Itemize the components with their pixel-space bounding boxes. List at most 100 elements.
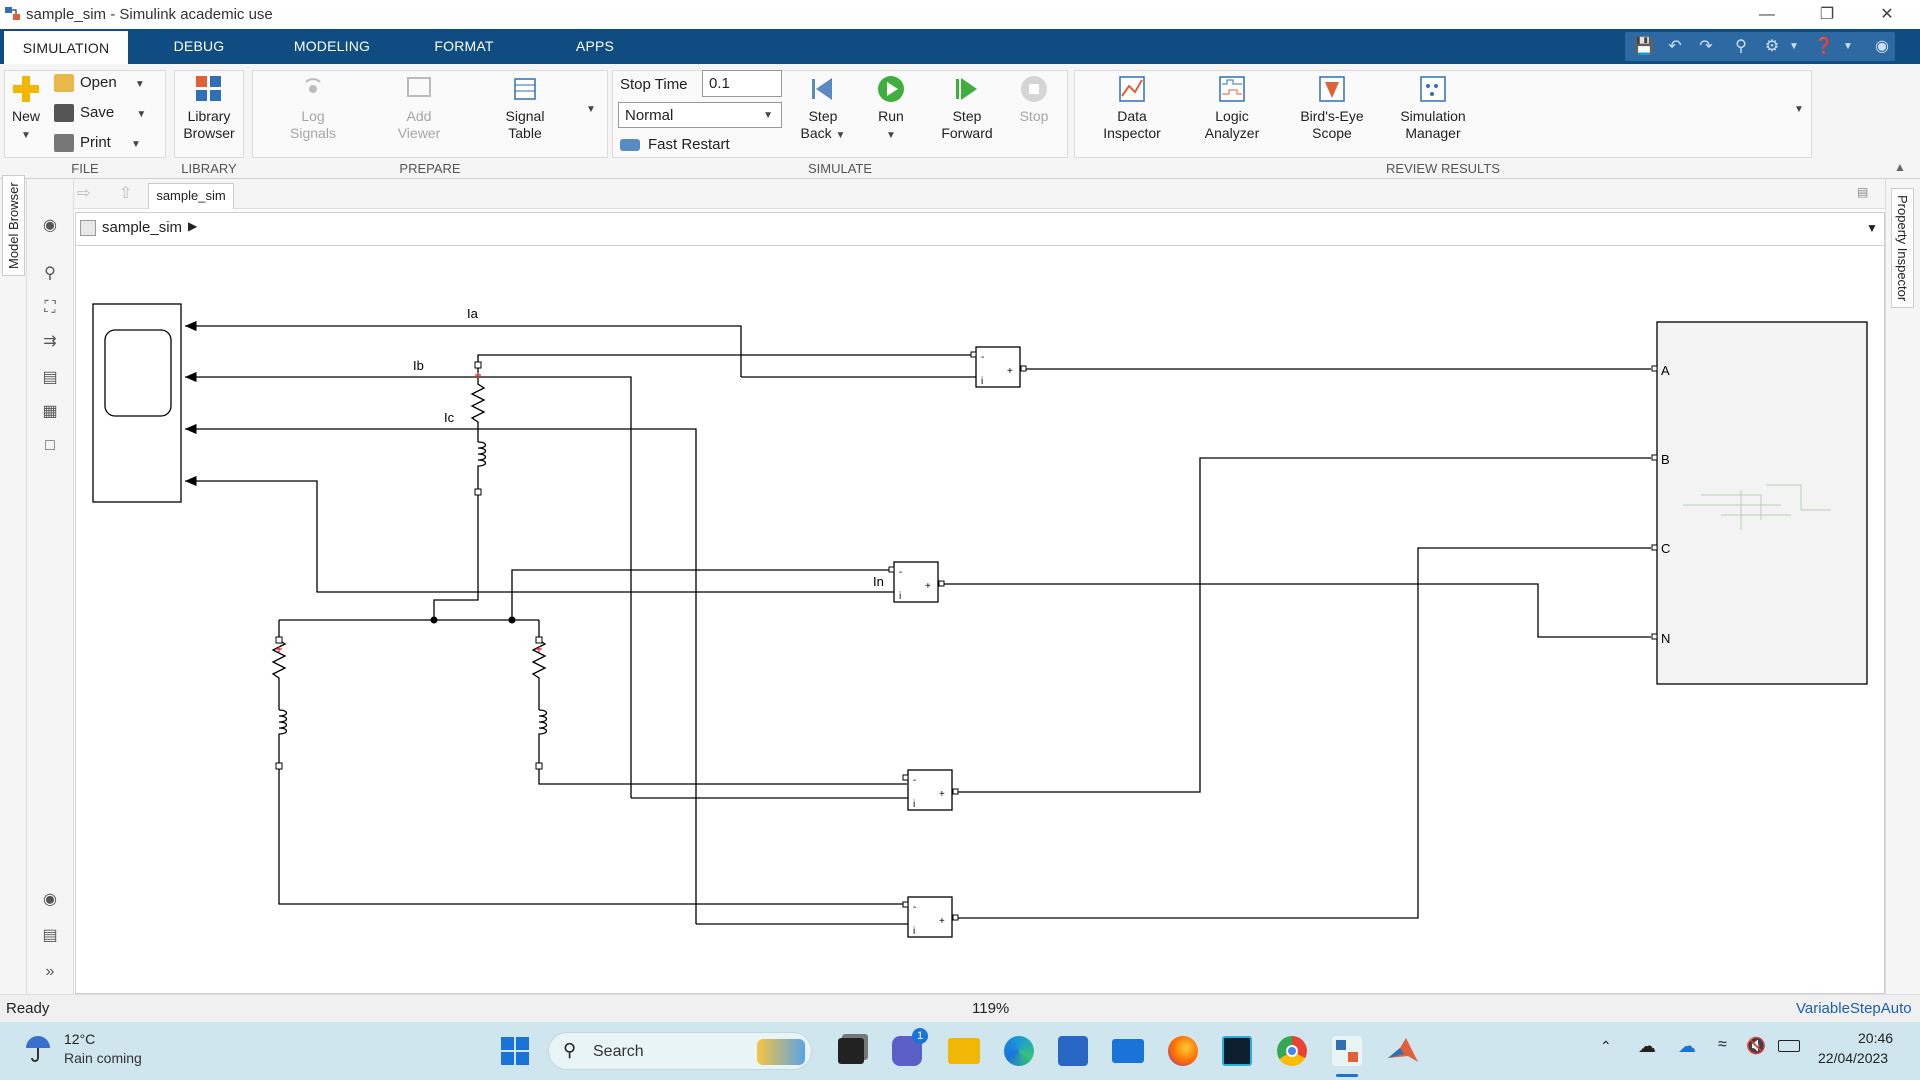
wire-a-top[interactable] (477, 354, 971, 366)
redo-icon[interactable]: ↷ (1699, 38, 1713, 55)
current-sensor-n[interactable] (893, 561, 939, 603)
wire-b-sensor[interactable] (278, 766, 907, 905)
fast-restart-toggle[interactable]: Fast Restart (620, 136, 730, 153)
area-icon[interactable]: □ (45, 437, 55, 454)
stop-button[interactable]: Stop (1010, 74, 1058, 125)
simulink-taskbar-icon[interactable] (1332, 1036, 1362, 1066)
save-button[interactable]: Save ▼ (54, 104, 146, 123)
up-arrow-icon[interactable]: ⇧ (119, 185, 133, 202)
model-canvas[interactable]: Ia Ib Ic In A B C N - + i - + i - + i - … (75, 246, 1885, 994)
battery-icon[interactable] (1778, 1040, 1800, 1052)
inductor-b[interactable] (278, 709, 288, 766)
chevron-down-icon[interactable]: ▼ (1789, 41, 1799, 52)
tab-debug[interactable]: DEBUG (173, 38, 225, 54)
edge-browser-icon[interactable] (1004, 1036, 1034, 1066)
annotation-icon[interactable]: ▤ (42, 369, 58, 386)
clock-date[interactable]: 22/04/2023 (1818, 1050, 1889, 1066)
task-view-icon[interactable] (838, 1038, 864, 1064)
new-button[interactable]: New▼ (6, 74, 46, 144)
run-button[interactable]: Run▼ (866, 74, 916, 144)
collapse-ribbon-icon[interactable]: ▲ (1894, 160, 1906, 174)
solver-link[interactable]: VariableStepAuto (1796, 1000, 1912, 1017)
open-button[interactable]: Open ▼ (54, 74, 145, 93)
zoom-level[interactable]: 119% (972, 1000, 1010, 1017)
stop-time-input[interactable]: 0.1 (702, 70, 782, 97)
remote-desktop-icon[interactable] (1222, 1036, 1252, 1066)
wire-c-out[interactable] (953, 547, 1651, 919)
microsoft-store-icon[interactable] (1058, 1036, 1088, 1066)
resistor-c[interactable] (531, 620, 547, 710)
model-browser-icon[interactable]: ▤ (42, 927, 58, 944)
firefox-icon[interactable] (1168, 1036, 1198, 1066)
chevron-up-icon[interactable]: ⌃ (1600, 1038, 1612, 1054)
close-button[interactable]: ✕ (1880, 6, 1894, 23)
signal-line-ia[interactable] (185, 320, 742, 377)
clock-time[interactable]: 20:46 (1858, 1030, 1894, 1046)
wire-neutral-sensor[interactable] (511, 569, 891, 620)
tab-format[interactable]: FORMAT (434, 38, 494, 54)
resistor-a[interactable] (470, 366, 486, 442)
weather-forecast[interactable]: Rain coming (64, 1050, 142, 1066)
wire-b-out[interactable] (953, 457, 1651, 793)
signal-line-in[interactable] (185, 475, 895, 593)
matlab-icon[interactable] (1386, 1034, 1420, 1068)
windows-start-icon[interactable] (500, 1036, 530, 1066)
current-sensor-c[interactable] (907, 896, 953, 938)
minimize-ribbon-icon[interactable]: ◉ (1875, 38, 1889, 55)
inductor-a[interactable] (477, 441, 487, 492)
mail-icon[interactable] (1112, 1039, 1144, 1063)
fit-to-view-icon[interactable]: ⛶ (44, 299, 56, 316)
help-icon[interactable]: ❓ (1814, 38, 1834, 55)
chevron-down-icon[interactable]: ▼ (1843, 41, 1853, 52)
chrome-icon[interactable] (1277, 1036, 1307, 1066)
search-options-icon[interactable]: ⚙ (1764, 38, 1780, 55)
signal-label-ib[interactable]: Ib (413, 358, 424, 373)
weather-temperature[interactable]: 12°C (64, 1031, 96, 1047)
weather-umbrella-icon[interactable] (22, 1032, 54, 1064)
print-button[interactable]: Print ▼ (54, 134, 141, 153)
forward-arrow-icon[interactable]: ⇨ (77, 185, 91, 202)
speaker-muted-icon[interactable]: 🔇 (1746, 1038, 1766, 1055)
hide-show-explorer-icon[interactable]: ◉ (43, 217, 57, 234)
signal-label-in[interactable]: In (873, 574, 884, 589)
screenshot-icon[interactable]: ◉ (43, 891, 57, 908)
inductor-c[interactable] (538, 709, 548, 766)
save-quick-icon[interactable]: 💾 (1634, 38, 1654, 55)
document-tab-sample-sim[interactable]: sample_sim (148, 183, 234, 209)
teams-chat-icon[interactable]: 1 (892, 1028, 928, 1066)
signal-label-ic[interactable]: Ic (444, 410, 455, 425)
taskbar-search-box[interactable]: ⚲ Search (548, 1032, 812, 1070)
prepare-expand-icon[interactable]: ▼ (586, 104, 596, 115)
current-sensor-b[interactable] (907, 769, 953, 811)
review-expand-icon[interactable]: ▼ (1794, 104, 1804, 115)
wire-n-out[interactable] (939, 583, 1651, 638)
signal-label-ia[interactable]: Ia (467, 306, 479, 321)
simulation-mode-select[interactable]: Normal▼ (618, 102, 782, 128)
breadcrumb-item-sample-sim[interactable]: sample_sim (102, 219, 183, 236)
undo-icon[interactable]: ↶ (1668, 38, 1682, 55)
image-icon[interactable]: ▦ (42, 403, 58, 420)
tab-apps[interactable]: APPS (575, 38, 615, 54)
minimize-button[interactable]: — (1759, 6, 1775, 23)
model-browser-tab[interactable]: Model Browser (2, 175, 25, 276)
current-sensor-a[interactable] (975, 346, 1021, 388)
block-diagram[interactable]: Ia Ib Ic In A B C N - + i - + i - + i - … (76, 246, 1886, 994)
tab-modeling[interactable]: MODELING (293, 38, 371, 54)
property-inspector-tab[interactable]: Property Inspector (1891, 188, 1914, 309)
restore-button[interactable]: ❐ (1819, 6, 1835, 23)
find-icon[interactable]: ⚲ (1735, 38, 1747, 55)
wire-a-neutral[interactable] (433, 492, 479, 620)
signal-line-ic[interactable] (185, 423, 697, 924)
signal-line-ib[interactable] (185, 371, 632, 798)
layout-icon[interactable]: ▤ (1857, 185, 1869, 199)
